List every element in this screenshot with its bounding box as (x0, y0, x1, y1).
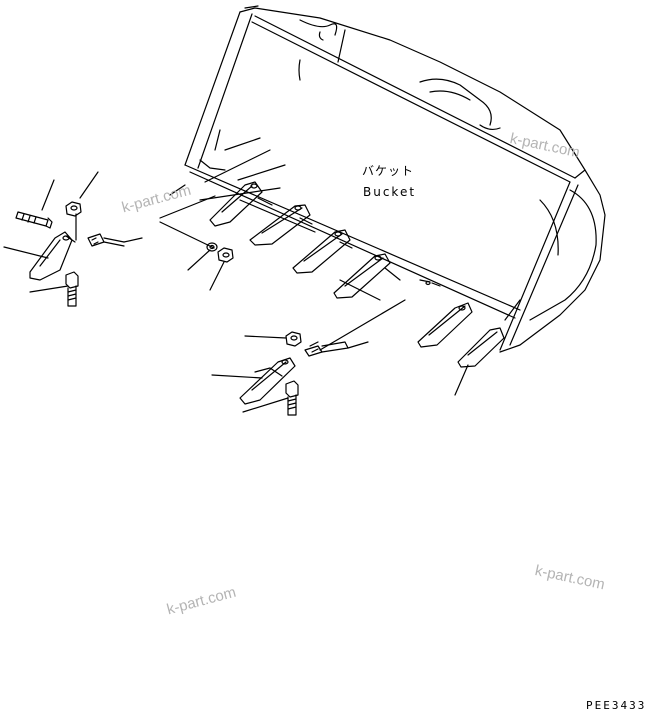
bucket-body (184, 5, 606, 353)
exploded-view-left (15, 201, 234, 307)
figure-code: PEE3433 (586, 699, 647, 712)
tooth-adapter-icon (239, 357, 296, 405)
bucket-side-tooth (457, 327, 505, 368)
exploded-view-center (239, 331, 349, 416)
bucket-label-english: Bucket (363, 185, 417, 199)
bolt-icon (15, 211, 53, 229)
bucket-tooth (333, 253, 391, 299)
nut-icon (65, 201, 82, 217)
bolt-icon (65, 271, 79, 307)
bucket-label-japanese: バケット (362, 164, 415, 178)
pin-icon (304, 341, 349, 357)
tooth-adapter-icon (29, 231, 76, 281)
bucket-teeth-row (209, 181, 505, 368)
pin-icon (87, 233, 125, 247)
bucket-tooth (417, 302, 473, 348)
bolt-icon (285, 380, 299, 416)
leader-lines (3, 137, 469, 413)
washer-icon (206, 242, 218, 252)
bucket-tooth (292, 229, 351, 274)
bucket-tooth (209, 181, 263, 227)
nut-icon (285, 331, 302, 347)
bucket-tooth (249, 204, 311, 246)
nut-icon (217, 247, 234, 263)
